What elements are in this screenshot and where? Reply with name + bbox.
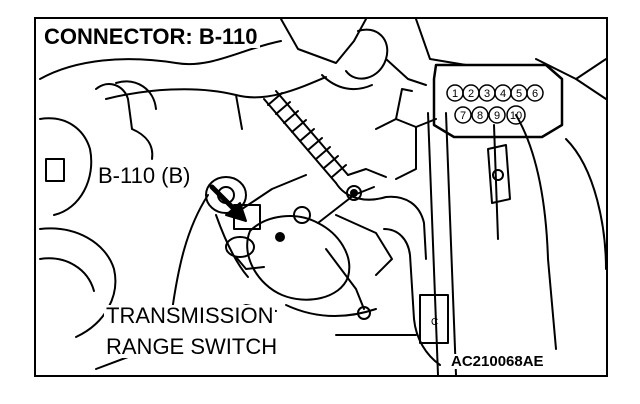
pin-label: 6 bbox=[532, 88, 538, 100]
pin-label: 3 bbox=[484, 88, 490, 100]
arrow-head bbox=[225, 202, 247, 222]
right-frame bbox=[375, 58, 606, 375]
pin-label: 1 bbox=[452, 88, 458, 100]
component-label-line2: RANGE SWITCH bbox=[104, 334, 280, 359]
left-hoses bbox=[39, 80, 157, 338]
pin-label: 10 bbox=[510, 110, 522, 122]
diagram-frame: 1 2 3 4 5 6 7 8 9 10 C CONNECTOR: B-110 … bbox=[34, 17, 608, 377]
connector-pins-bottom-row: 7 8 9 10 bbox=[454, 105, 526, 125]
connector-reference-label: B-110 (B) bbox=[96, 163, 193, 188]
connector-pins-top-row: 1 2 3 4 5 6 bbox=[446, 84, 544, 102]
diagram-title: CONNECTOR: B-110 bbox=[42, 24, 260, 49]
pin-label: 4 bbox=[500, 88, 506, 100]
engine-outline bbox=[39, 19, 467, 130]
engine-bay-illustration: 1 2 3 4 5 6 7 8 9 10 C bbox=[39, 19, 606, 375]
figure-code: AC210068AE bbox=[449, 353, 546, 370]
component-label-line1: TRANSMISSION bbox=[104, 303, 276, 328]
b110-connector-drawing bbox=[171, 174, 307, 312]
terminal-letter: C bbox=[431, 317, 438, 328]
pin-label: 8 bbox=[477, 110, 483, 122]
harness-tube bbox=[263, 90, 387, 201]
pin-label: 9 bbox=[494, 110, 500, 122]
pin-label: 2 bbox=[468, 88, 474, 100]
pin-label: 7 bbox=[460, 110, 466, 122]
connector-face: 1 2 3 4 5 6 7 8 9 10 bbox=[432, 63, 564, 139]
pin-label: 5 bbox=[516, 88, 522, 100]
